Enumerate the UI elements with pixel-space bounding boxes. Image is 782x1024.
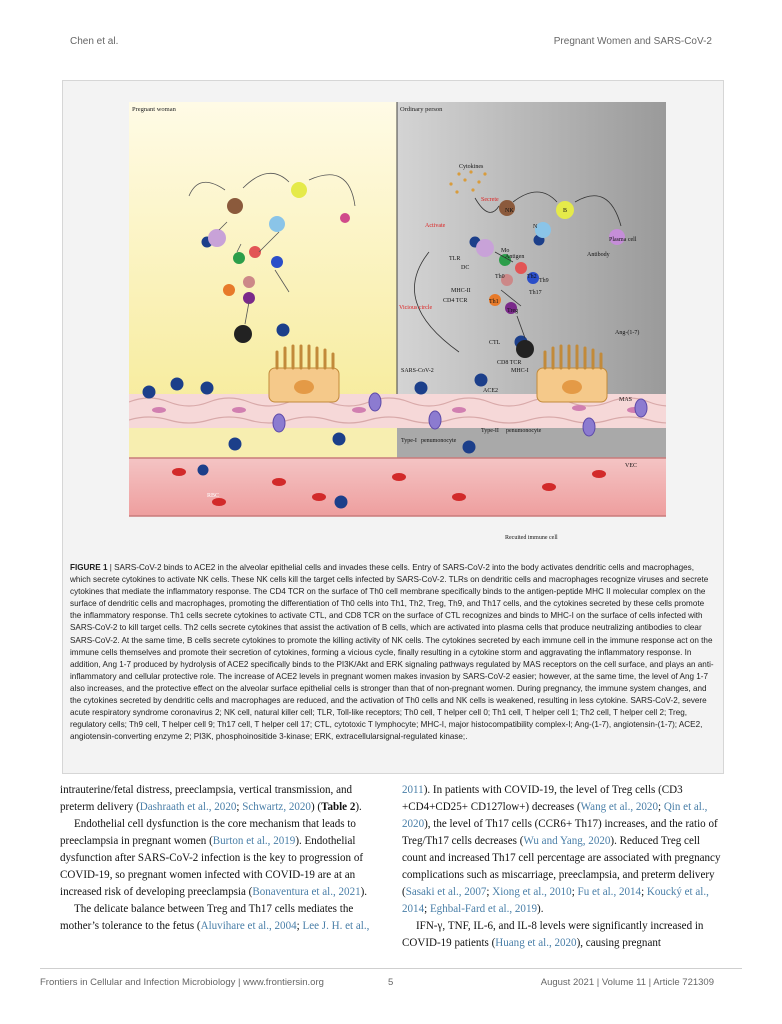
footer-divider	[40, 968, 742, 969]
label-ctl: CTL	[489, 340, 501, 346]
citation-link[interactable]: Eghbal-Fard et al., 2019	[429, 903, 538, 915]
label-penumonocyte1: penumonocyte	[421, 438, 457, 444]
interstitial-left	[129, 428, 397, 458]
label-activate: Activate	[425, 223, 446, 229]
body-column-left: intrauterine/fetal distress, preeclampsi…	[60, 782, 380, 935]
citation-link[interactable]: Qin et al., 2020	[402, 801, 708, 830]
label-ang: Ang-(1-7)	[615, 329, 639, 336]
label-rbc: RBC	[207, 493, 219, 499]
label-sars: SARS-CoV-2	[401, 368, 434, 374]
label-penumonocyte2: penumonocyte	[506, 428, 542, 434]
label-b: B	[563, 208, 567, 214]
paragraph: IFN-γ, TNF, IL-6, and IL-8 levels were s…	[402, 920, 704, 949]
label-vicious: Vicious circle	[399, 305, 432, 311]
caption-text: | SARS-CoV-2 binds to ACE2 in the alveol…	[70, 563, 714, 742]
paragraph: 2011). In patients with COVID-19, the le…	[402, 784, 721, 915]
citation-link[interactable]: Schwartz, 2020	[242, 801, 311, 813]
footer-issue: August 2021 | Volume 11 | Article 721309	[540, 977, 714, 988]
paragraph: The delicate balance between Treg and Th…	[60, 903, 370, 932]
running-header-title: Pregnant Women and SARS-CoV-2	[553, 36, 712, 47]
label-th17: Th17	[529, 290, 542, 296]
label-cd4tcr: CD4 TCR	[443, 298, 467, 304]
citation-link[interactable]: Fu et al., 2014	[577, 886, 642, 898]
panel-pregnant-bg	[129, 102, 397, 404]
label-mhc1: MHC-I	[511, 368, 529, 374]
paragraph: intrauterine/fetal distress, preeclampsi…	[60, 784, 362, 813]
label-ace2: ACE2	[483, 388, 498, 394]
panel-left-title: Pregnant woman	[132, 106, 177, 113]
blood-vessel	[129, 458, 666, 516]
label-dc: DC	[461, 265, 469, 271]
label-n: N	[533, 224, 538, 230]
type2-pneumocyte-left	[268, 344, 340, 403]
label-th9: Th9	[539, 278, 549, 284]
body-column-right: 2011). In patients with COVID-19, the le…	[402, 782, 722, 952]
interstitial-right	[397, 428, 666, 458]
label-cd8tcr: CD8 TCR	[497, 360, 521, 366]
citation-link[interactable]: Xiong et al., 2010	[492, 886, 572, 898]
citation-link[interactable]: Dashraath et al., 2020	[139, 801, 237, 813]
label-vec: VEC	[625, 463, 637, 469]
label-nk: NK	[505, 208, 514, 214]
label-recruited: Recuited immune cell	[505, 535, 558, 541]
label-antibody: Antibody	[587, 252, 610, 258]
citation-link[interactable]: Wu and Yang, 2020	[523, 835, 611, 847]
citation-link[interactable]: Bonaventura et al., 2021	[252, 886, 361, 898]
label-th1: Th1	[489, 299, 499, 305]
panel-ordinary-bg	[397, 102, 666, 404]
figure-1-illustration: Pregnant woman Ordinary person	[129, 102, 666, 541]
label-th0: Th0	[495, 274, 505, 280]
citation-link[interactable]: Huang et al., 2020	[495, 937, 577, 949]
footer-page-number: 5	[388, 977, 394, 988]
citation-link[interactable]: Koucký et al., 2014	[402, 886, 709, 915]
label-plasma: Plasma cell	[609, 237, 637, 243]
footer-journal: Frontiers in Cellular and Infection Micr…	[40, 977, 324, 988]
label-antigen: Antigen	[505, 254, 524, 260]
citation-link[interactable]: Sasaki et al., 2007	[405, 886, 487, 898]
label-type2: Type-II	[481, 428, 499, 434]
paragraph: Endothelial cell dysfunction is the core…	[60, 818, 368, 898]
table-reference[interactable]: Table 2	[321, 801, 356, 813]
immune-cells-left	[188, 173, 356, 343]
type2-pneumocyte-right	[536, 344, 608, 403]
label-treg: Treg	[507, 308, 518, 314]
label-tlr: TLR	[449, 256, 460, 262]
virus-particles	[142, 234, 545, 509]
citation-link[interactable]: Aluvihare et al., 2004	[200, 920, 297, 932]
label-mhc2: MHC-II	[451, 288, 471, 294]
citation-link[interactable]: Wang et al., 2020	[580, 801, 658, 813]
citation-link[interactable]: 2011	[402, 784, 424, 796]
immune-cells-right	[414, 170, 625, 358]
caption-label: FIGURE 1	[70, 563, 108, 572]
label-mas: MAS	[619, 397, 632, 403]
citation-link[interactable]: Lee J. H. et al.,	[302, 920, 370, 932]
running-header-authors: Chen et al.	[70, 36, 119, 47]
citation-link[interactable]: Burton et al., 2019	[212, 835, 296, 847]
figure-caption: FIGURE 1 | SARS-CoV-2 binds to ACE2 in t…	[70, 562, 714, 743]
label-secrete: Secrete	[481, 197, 499, 203]
label-type1: Type-I	[401, 438, 417, 444]
label-mo: Mo	[501, 248, 509, 254]
label-th2: Th2	[527, 274, 537, 280]
panel-right-title: Ordinary person	[400, 106, 443, 113]
label-cytokines: Cytokines	[459, 164, 484, 170]
